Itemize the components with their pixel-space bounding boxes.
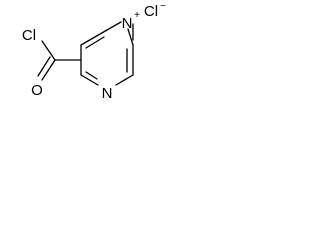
bond-carbonyl-cl [41, 40, 56, 61]
bond-n1-c1 [80, 74, 99, 86]
bond-n1-c1-double [85, 71, 98, 80]
bond-carbonyl-o-double [37, 56, 51, 77]
bond-c6-n1 [115, 74, 134, 86]
bond-c2-c3 [80, 29, 108, 46]
atom-chlorine: Cl [22, 27, 36, 44]
atom-oxygen: O [31, 82, 43, 99]
pyrazine-ring [80, 21, 134, 86]
atom-nitrogen-top: N [122, 15, 133, 32]
atom-nitrogen-bottom: N [102, 85, 113, 102]
chloride-counterion: Cl [144, 3, 158, 20]
structure-diagram: Cl O N + N Cl − [22, 1, 166, 102]
bond-n4-c5-side [127, 28, 134, 46]
acyl-chloride-group [37, 40, 82, 81]
bond-c3-n4 [106, 21, 122, 31]
bond-c2-c3-double [85, 36, 105, 49]
nitrogen-positive-charge: + [134, 10, 140, 21]
bond-carbonyl-o [41, 59, 56, 81]
chloride-negative-charge: − [160, 1, 166, 12]
